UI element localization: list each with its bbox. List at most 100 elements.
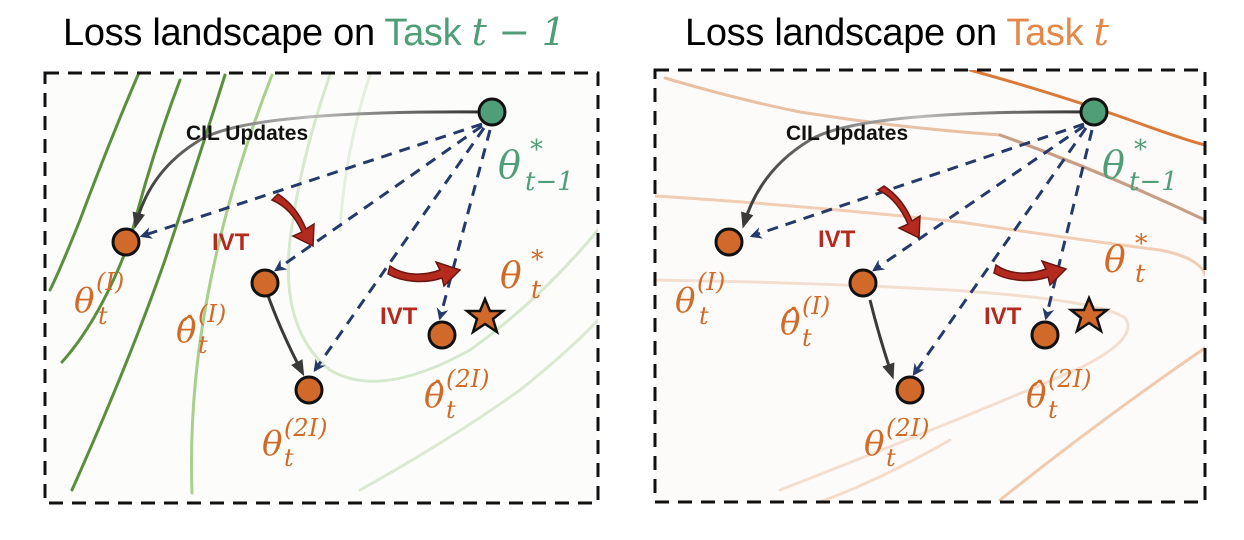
theta-hat-I-node (250, 268, 280, 298)
task-optimum-star-icon (1067, 294, 1111, 334)
contour-line (358, 318, 598, 492)
theta-2I-node (294, 375, 324, 405)
label-base: θ̂ (424, 376, 444, 416)
dashed-arrow (274, 124, 483, 272)
title-task: Task (384, 12, 472, 54)
theta-hat-I-node (848, 268, 878, 298)
label-sup: * (530, 135, 543, 165)
label-base: θ (675, 281, 695, 321)
ivt-label: IVT (818, 226, 856, 253)
ivt-arrow-icon (387, 260, 462, 288)
label-sub: t (284, 444, 294, 472)
label-base: θ (1102, 143, 1125, 187)
ivt-arrow-icon (270, 193, 315, 248)
label-sub: t (886, 444, 896, 472)
ivt-arrow-icon (993, 259, 1068, 287)
label-sup: (I) (802, 292, 830, 320)
dashed-arrow (872, 124, 1085, 272)
label-sup: * (1134, 135, 1147, 165)
label-sup: (I) (697, 268, 725, 296)
contour-line (286, 73, 598, 383)
prev-optimum-node (1079, 97, 1109, 127)
label-sup: * (531, 245, 544, 274)
label-sub: t (1135, 259, 1146, 288)
label-sup: (2I) (284, 414, 327, 442)
ivt-dashed-arrows (139, 122, 492, 372)
label-theta-opt: θ * t (500, 245, 544, 304)
label-sub: t (531, 275, 542, 304)
contour-line (189, 73, 274, 495)
label-sup: (2I) (1048, 365, 1091, 393)
contour-line (998, 346, 1205, 502)
contour-line (48, 73, 140, 292)
label-theta-hat-I: θ̂ (I) t (780, 292, 830, 352)
contour-line (968, 70, 1205, 147)
label-base: θ (262, 424, 282, 464)
theta-I-node (111, 227, 141, 257)
label-base: θ̂ (780, 303, 800, 343)
left-panel-title: Loss landscape on Task t − 1 (63, 10, 566, 55)
cil-update-arrow (741, 110, 1095, 229)
ivt-label: IVT (984, 303, 1022, 330)
label-base: θ (74, 281, 94, 321)
label-theta-I: θ (I) t (74, 268, 124, 330)
label-base: θ̂ (1026, 376, 1046, 416)
label-sub: t (802, 324, 812, 352)
ivt-label: IVT (212, 229, 250, 256)
label-sub: t (699, 302, 709, 330)
label-theta-2I: θ (2I) t (262, 414, 327, 472)
ivt-label: IVT (380, 303, 418, 330)
dashed-arrow (912, 127, 1088, 376)
ivt-arrow-icon (876, 185, 921, 240)
right-panel-title: Loss landscape on Task t (685, 10, 1109, 55)
label-theta-I: θ (I) t (675, 268, 725, 330)
cil-update-arrow (132, 110, 489, 229)
title-prefix: Loss landscape on (63, 12, 385, 54)
left-panel: CIL Updates IVT IVT θ * t−1 θ * t θ (I) … (43, 71, 600, 505)
label-sub: t (446, 396, 456, 424)
label-base: θ (1104, 240, 1126, 281)
title-task: Task (1006, 12, 1094, 54)
label-theta-2I: θ (2I) t (864, 414, 929, 472)
label-sub: t (98, 302, 108, 330)
prev-optimum-node (477, 97, 507, 127)
label-base: θ̂ (176, 311, 196, 351)
label-base: θ (864, 424, 884, 464)
dashed-arrow (1042, 129, 1094, 321)
label-sub: t−1 (1129, 167, 1178, 197)
label-sub: t (198, 331, 208, 359)
right-panel-background (655, 70, 1205, 502)
cil-update-arrow (868, 299, 895, 380)
label-base: θ (500, 256, 522, 297)
contour-line (818, 438, 952, 502)
contour-line (655, 194, 1205, 277)
title-task-math: t − 1 (471, 10, 566, 54)
label-theta-hat-2I: θ̂ (2I) t (1026, 365, 1091, 424)
theta-hat-2I-node (427, 320, 457, 350)
right-contours (655, 70, 1205, 502)
contour-line (338, 73, 372, 232)
dashed-arrow (139, 122, 483, 239)
cil-updates-label: CIL Updates (786, 122, 908, 145)
ivt-dashed-arrows (749, 122, 1094, 376)
title-prefix: Loss landscape on (685, 12, 1007, 54)
right-panel-frame (653, 68, 1207, 504)
dashed-arrow (749, 122, 1085, 239)
theta-I-node (714, 227, 744, 257)
label-base: θ (498, 143, 521, 187)
label-sub: t (1048, 396, 1058, 424)
left-panel-background (45, 73, 598, 503)
left-panel-frame (43, 71, 600, 505)
label-theta-hat-I: θ̂ (I) t (176, 300, 226, 359)
task-optimum-star-icon (463, 295, 507, 335)
cil-update-arrow (264, 289, 305, 377)
title-task-math: t (1093, 10, 1109, 54)
label-theta-opt: θ * t (1104, 229, 1148, 288)
cil-updates-label: CIL Updates (186, 122, 308, 145)
right-panel: CIL Updates IVT IVT θ * t−1 θ * t θ (I) … (653, 68, 1207, 504)
dashed-arrow (436, 129, 492, 321)
label-sup: (2I) (446, 365, 489, 393)
label-theta-prev-opt: θ * t−1 (498, 135, 574, 197)
contour-line (655, 278, 1130, 492)
